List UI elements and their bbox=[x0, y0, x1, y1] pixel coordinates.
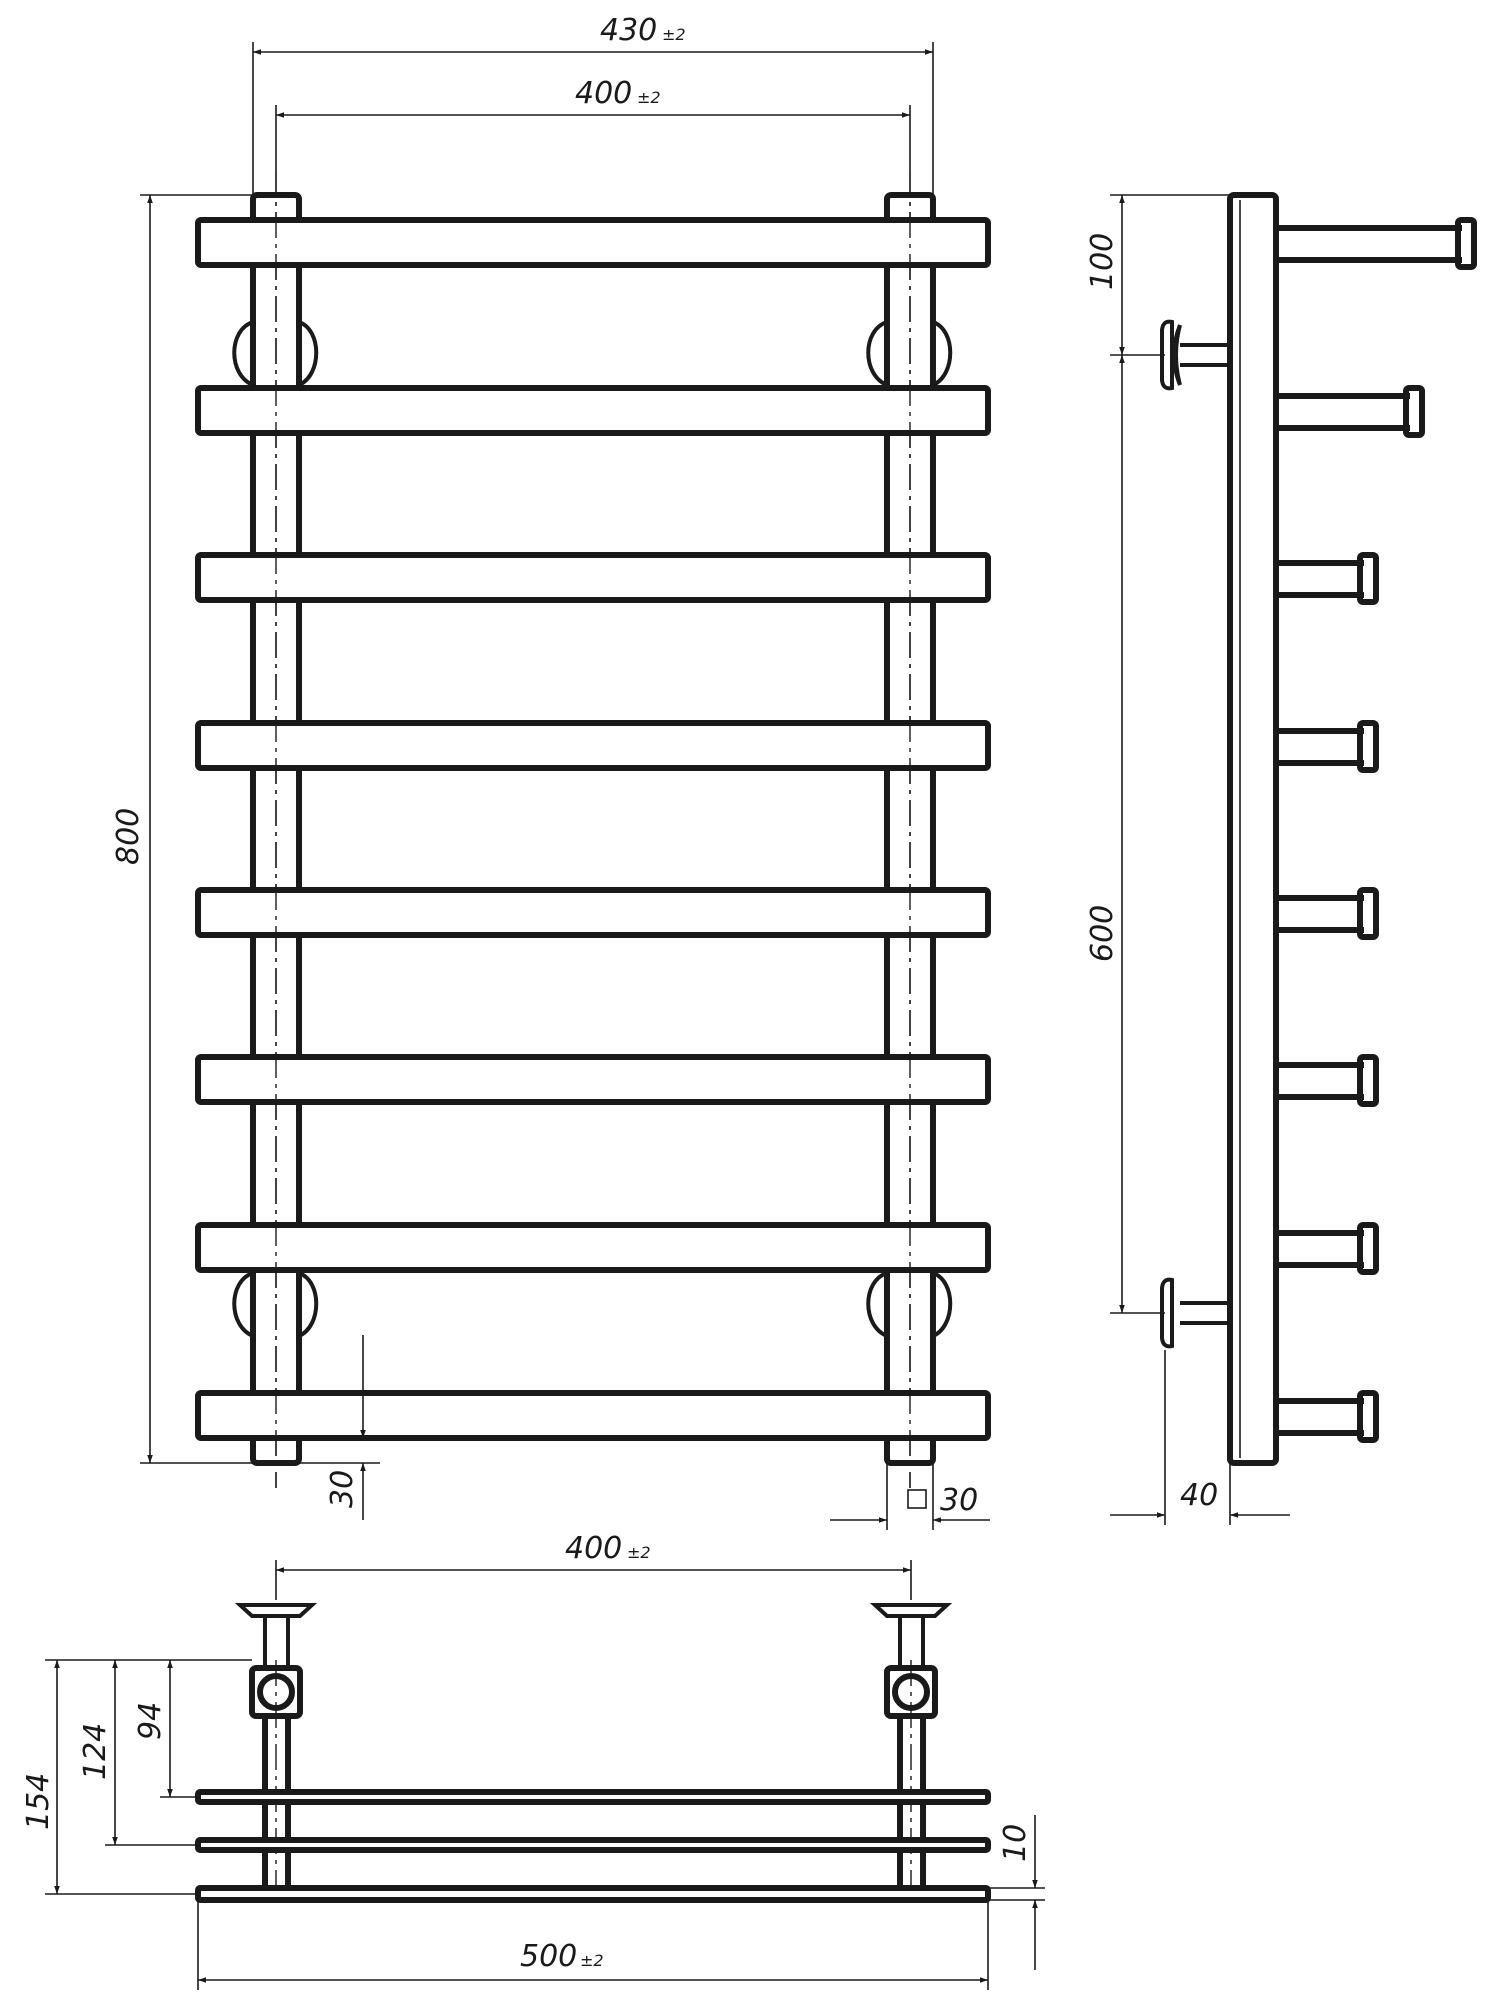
bottom-view: 400 ±2 154 124 94 10 bbox=[21, 1531, 1045, 1990]
pipe-axis-over-bars bbox=[275, 170, 911, 1488]
dim-400-tolerance: ±2 bbox=[637, 88, 661, 107]
dimension-400-top: 400 ±2 bbox=[275, 76, 911, 170]
dimension-500: 500 ±2 bbox=[197, 1900, 989, 1990]
dim-430-tolerance: ±2 bbox=[662, 25, 686, 44]
dim-400-bottom-tolerance: ±2 bbox=[627, 1543, 651, 1562]
dimension-400-bottom: 400 ±2 bbox=[275, 1531, 912, 1600]
dimension-30-bottom: 30 bbox=[300, 1335, 380, 1520]
bar-6 bbox=[195, 1054, 991, 1105]
dim-500-tolerance: ±2 bbox=[580, 1951, 604, 1970]
dim-30-label: 30 bbox=[325, 1470, 360, 1508]
bar-7 bbox=[195, 1222, 991, 1273]
dimension-124: 124 bbox=[78, 1660, 198, 1846]
dim-600-label: 600 bbox=[1085, 905, 1120, 962]
front-view: 430 ±2 400 ±2 800 30 bbox=[111, 13, 991, 1530]
pipe-visible-segments bbox=[250, 265, 936, 388]
side-wall-mounts bbox=[1160, 319, 1230, 1349]
horizontal-bars bbox=[195, 217, 991, 1441]
bar-1 bbox=[195, 217, 991, 268]
dimension-100: 100 bbox=[1085, 194, 1230, 356]
right-vertical-pipe bbox=[884, 170, 936, 1488]
dimension-800: 800 bbox=[111, 194, 253, 1464]
side-collector bbox=[1227, 192, 1279, 1466]
bottom-wall-mounts bbox=[234, 1603, 953, 1668]
dim-500-label: 500 bbox=[520, 1939, 577, 1974]
bar-8 bbox=[195, 1390, 991, 1441]
dim-154-label: 154 bbox=[21, 1773, 56, 1830]
bar-5 bbox=[195, 887, 991, 938]
dimension-154: 154 bbox=[21, 1659, 252, 1895]
bar-2 bbox=[195, 385, 991, 436]
dimension-94: 94 bbox=[133, 1660, 198, 1798]
dim-94-label: 94 bbox=[133, 1702, 168, 1740]
side-view: 100 600 40 bbox=[1085, 192, 1477, 1525]
dim-40-label: 40 bbox=[1180, 1478, 1218, 1513]
front-mount-brackets bbox=[232, 320, 953, 1338]
dimension-40: 40 bbox=[1110, 1350, 1290, 1525]
square-section-icon bbox=[907, 1489, 927, 1509]
dim-400-bottom-label: 400 bbox=[565, 1531, 622, 1566]
pipe-sections bbox=[249, 1660, 938, 1898]
dimension-square-30: 30 bbox=[830, 1463, 990, 1530]
dim-800-label: 800 bbox=[111, 808, 146, 865]
dimension-430: 430 ±2 bbox=[252, 13, 934, 195]
dim-10-label: 10 bbox=[998, 1824, 1033, 1862]
bar-3 bbox=[195, 552, 991, 603]
bottom-bars bbox=[195, 1789, 991, 1903]
dim-430-label: 430 bbox=[600, 13, 657, 48]
dim-124-label: 124 bbox=[78, 1723, 113, 1780]
bar-4 bbox=[195, 720, 991, 771]
side-bars bbox=[1276, 217, 1477, 1443]
dim-100-label: 100 bbox=[1085, 233, 1120, 290]
dimension-600: 600 bbox=[1085, 355, 1165, 1314]
dim-square-30-label: 30 bbox=[940, 1483, 978, 1518]
dim-400-label: 400 bbox=[575, 76, 632, 111]
left-vertical-pipe bbox=[250, 170, 302, 1488]
dimension-10: 10 bbox=[988, 1815, 1045, 1970]
